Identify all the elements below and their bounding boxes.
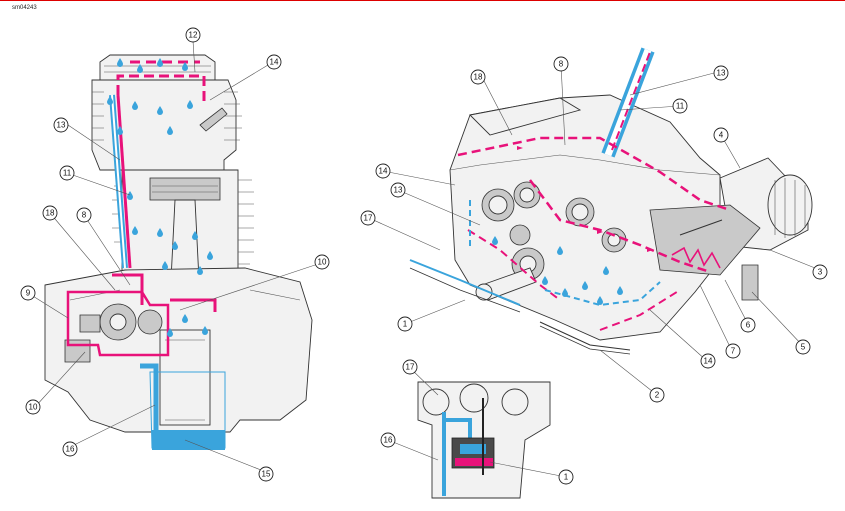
callout-6: 6 xyxy=(740,317,756,333)
svg-text:13: 13 xyxy=(394,186,403,195)
callout-7: 7 xyxy=(725,343,741,359)
svg-text:8: 8 xyxy=(82,211,87,220)
svg-text:10: 10 xyxy=(29,403,38,412)
svg-text:13: 13 xyxy=(717,69,726,78)
svg-text:16: 16 xyxy=(384,436,393,445)
svg-text:14: 14 xyxy=(704,357,713,366)
callout-1: 1 xyxy=(558,469,574,485)
figure-id: sm04243 xyxy=(12,5,37,11)
svg-text:10: 10 xyxy=(318,258,327,267)
callout-1: 1 xyxy=(397,316,413,332)
svg-text:1: 1 xyxy=(403,320,408,329)
callout-18: 18 xyxy=(42,205,58,221)
svg-text:5: 5 xyxy=(801,343,806,352)
callout-2: 2 xyxy=(649,387,665,403)
svg-text:17: 17 xyxy=(364,214,373,223)
callout-9: 9 xyxy=(20,285,36,301)
callout-8: 8 xyxy=(76,207,92,223)
svg-text:4: 4 xyxy=(719,131,724,140)
svg-text:13: 13 xyxy=(57,121,66,130)
svg-text:6: 6 xyxy=(746,321,751,330)
svg-text:15: 15 xyxy=(262,470,271,479)
svg-text:9: 9 xyxy=(26,289,31,298)
callout-17: 17 xyxy=(402,359,418,375)
svg-text:11: 11 xyxy=(676,102,685,111)
svg-text:12: 12 xyxy=(189,31,198,40)
svg-text:18: 18 xyxy=(474,73,483,82)
crankcase-isometric-right xyxy=(409,47,813,355)
callout-13: 13 xyxy=(390,182,406,198)
callout-14: 14 xyxy=(266,54,282,70)
leader-lines xyxy=(27,40,821,478)
svg-text:16: 16 xyxy=(66,445,75,454)
callout-16: 16 xyxy=(62,441,78,457)
callout-18: 18 xyxy=(470,69,486,85)
callout-12: 12 xyxy=(185,27,201,43)
svg-text:14: 14 xyxy=(379,167,388,176)
callout-4: 4 xyxy=(713,127,729,143)
svg-text:3: 3 xyxy=(818,268,823,277)
callout-13: 13 xyxy=(713,65,729,81)
callout-11: 11 xyxy=(672,98,688,114)
svg-text:1: 1 xyxy=(564,473,569,482)
callout-14: 14 xyxy=(700,353,716,369)
top-border xyxy=(0,0,845,1)
callout-10: 10 xyxy=(25,399,41,415)
callout-16: 16 xyxy=(380,432,396,448)
callout-14: 14 xyxy=(375,163,391,179)
svg-text:18: 18 xyxy=(46,209,55,218)
callout-15: 15 xyxy=(258,466,274,482)
svg-text:14: 14 xyxy=(270,58,279,67)
callout-10: 10 xyxy=(314,254,330,270)
callout-8: 8 xyxy=(553,56,569,72)
callout-3: 3 xyxy=(812,264,828,280)
callout-5: 5 xyxy=(795,339,811,355)
engine-cutaway-left xyxy=(44,54,313,450)
svg-text:11: 11 xyxy=(63,169,72,178)
svg-text:7: 7 xyxy=(731,347,736,356)
callout-13: 13 xyxy=(53,117,69,133)
svg-text:8: 8 xyxy=(559,60,564,69)
callout-11: 11 xyxy=(59,165,75,181)
callout-17: 17 xyxy=(360,210,376,226)
detail-inset xyxy=(417,381,551,499)
svg-text:17: 17 xyxy=(406,363,415,372)
svg-text:2: 2 xyxy=(655,391,660,400)
